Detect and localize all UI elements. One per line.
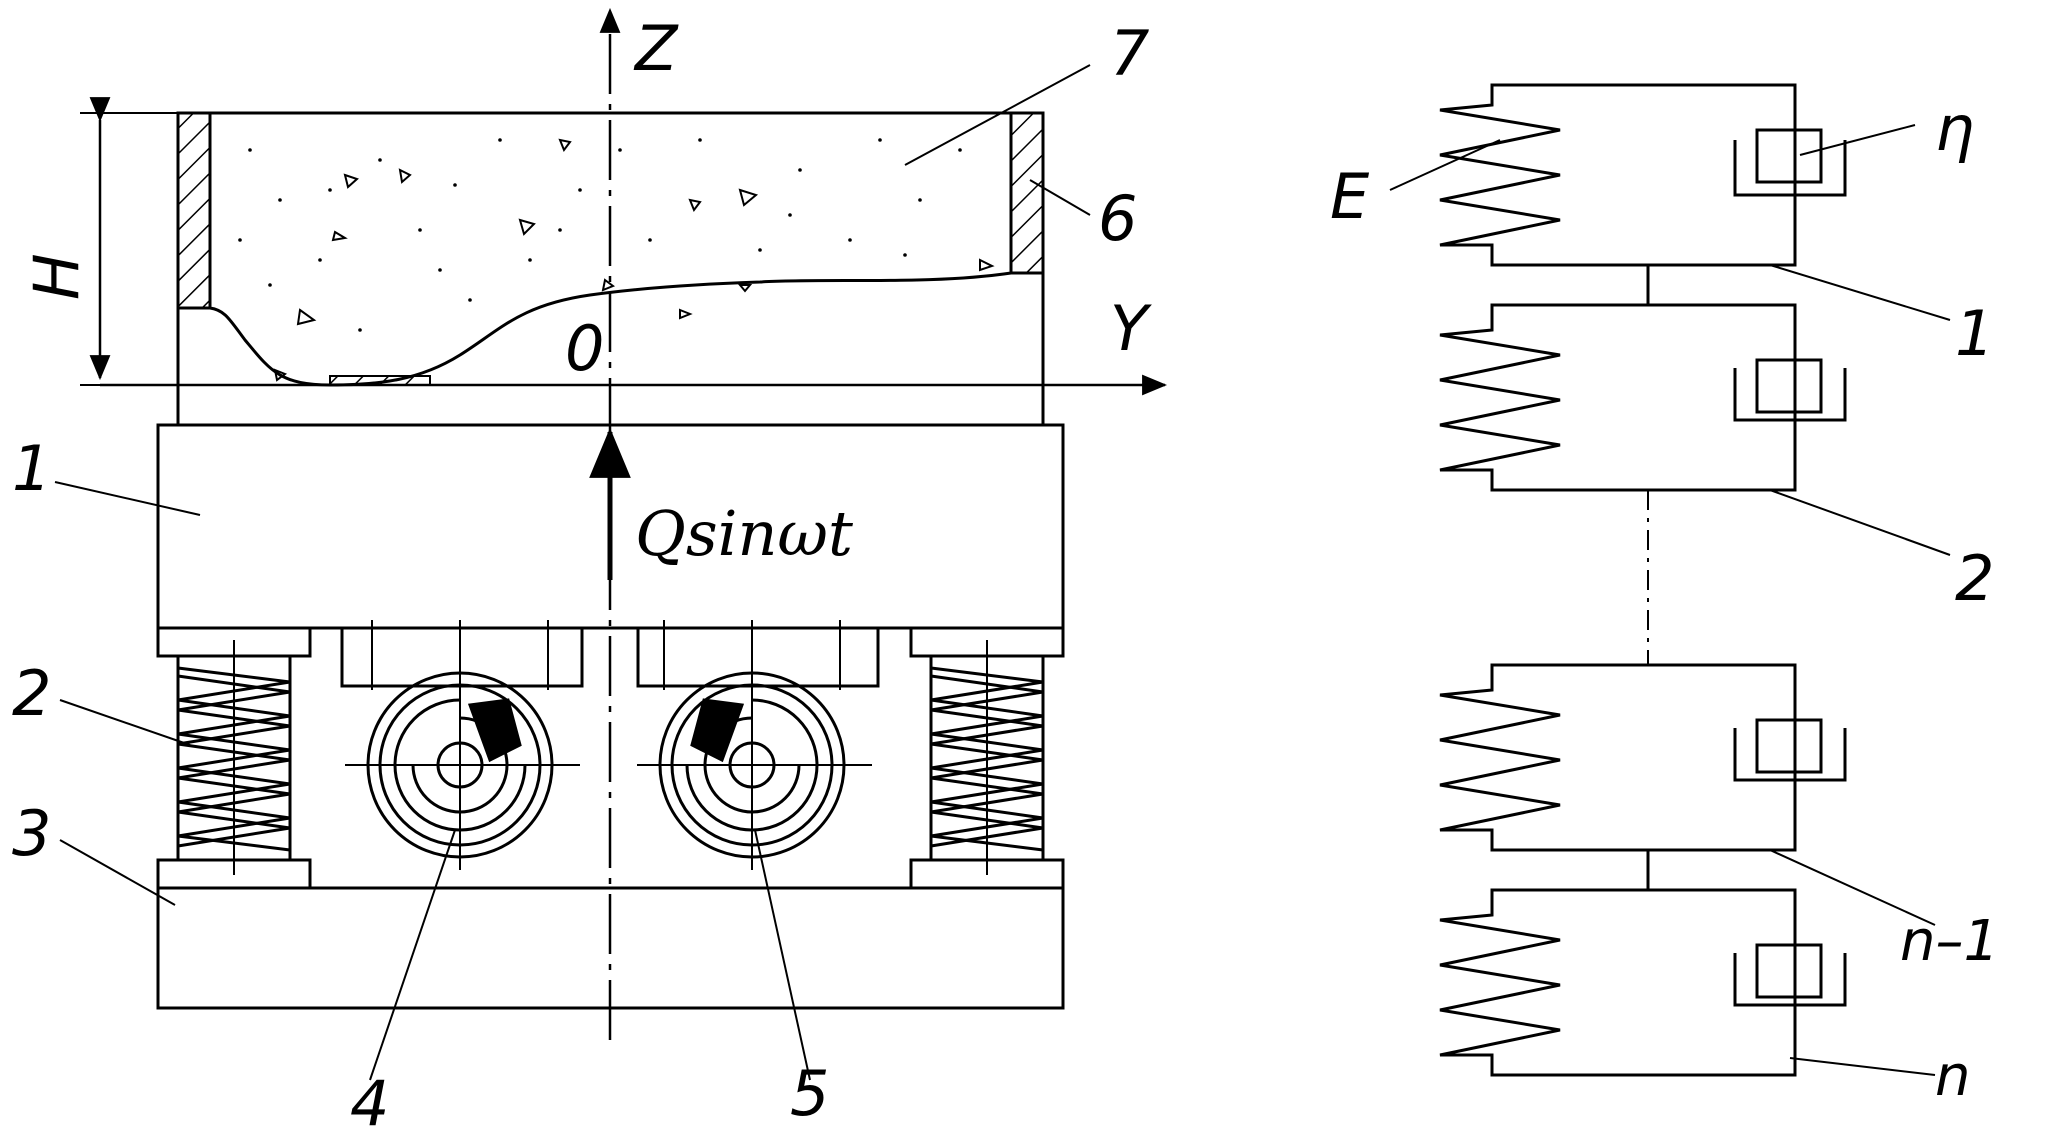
callout-1: 1 (12, 432, 51, 505)
callout-3-leader (59, 839, 176, 906)
layer-label-2: 2 (1955, 542, 1994, 615)
layer-1-element (1439, 83, 1847, 267)
mold-right-wall (1009, 111, 1045, 275)
callout-6-leader (1029, 179, 1091, 216)
vibrator-4-mount (340, 626, 584, 688)
callout-4-leader (369, 829, 456, 1081)
left-vibration-table (54, 7, 1168, 1081)
layer-2-element (1439, 303, 1847, 492)
layer-label-n-minus-1: n–1 (1900, 909, 1999, 974)
callout-2: 2 (12, 657, 51, 730)
vibrator-4 (345, 620, 580, 870)
z-axis-label: Z (633, 12, 679, 85)
layer-n-element (1439, 888, 1847, 1077)
layer-n-minus-1-element (1439, 663, 1847, 852)
layer-1-leader (1769, 264, 1951, 321)
callout-5-leader (754, 829, 811, 1081)
vibrator-5-mount (636, 626, 880, 688)
right-rheological-model (1389, 83, 1951, 1077)
concrete-mixture (208, 111, 1013, 387)
mold-bottom-hatch (329, 375, 431, 386)
callout-6: 6 (1098, 182, 1137, 255)
origin-label: 0 (565, 312, 604, 385)
vibrator-5 (637, 620, 872, 870)
eta-leader (1799, 124, 1916, 156)
callout-1-leader (54, 481, 201, 516)
aggregate-specks (273, 138, 995, 382)
elasticity-label: E (1330, 160, 1370, 233)
layer-2-leader (1769, 489, 1951, 556)
sand-dots (238, 138, 962, 332)
layer-label-n: n (1935, 1044, 1971, 1109)
callout-3: 3 (12, 797, 51, 870)
right-spring (929, 640, 1045, 875)
force-label: Qsinωt (635, 497, 853, 570)
layer-n-minus-1-leader (1769, 849, 1936, 926)
layer-n-leader (1789, 1057, 1936, 1076)
callout-4: 4 (350, 1067, 389, 1139)
callout-7: 7 (1110, 17, 1149, 90)
viscosity-label: η (1935, 92, 1974, 165)
callout-5: 5 (790, 1057, 829, 1130)
e-leader (1389, 139, 1501, 191)
callout-2-leader (59, 699, 191, 746)
left-spring (176, 640, 292, 875)
callout-7-leader (904, 64, 1091, 166)
layer-label-1: 1 (1955, 297, 1994, 370)
height-label: H (20, 253, 93, 300)
mold-left-wall (176, 111, 212, 310)
y-axis-label: Y (1110, 292, 1152, 365)
